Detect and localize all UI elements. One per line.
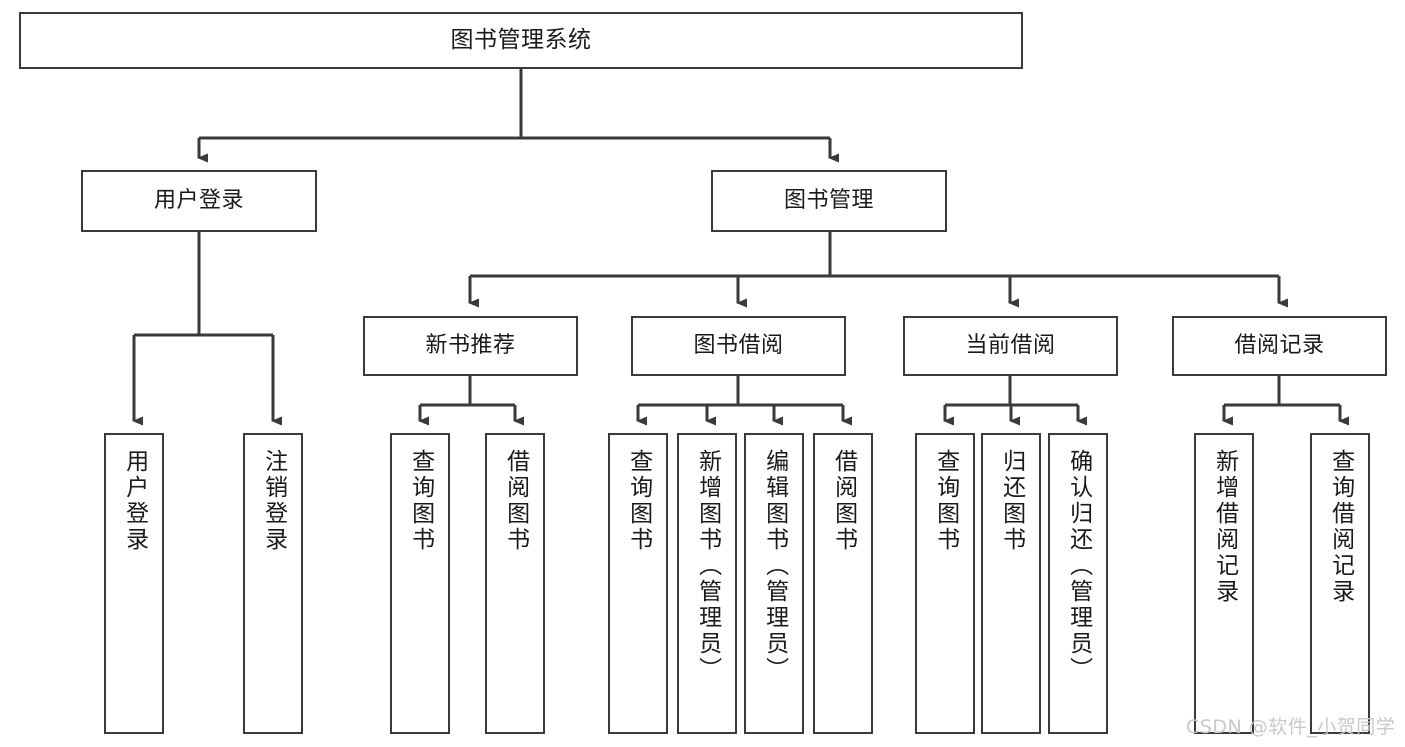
node-label: 新书推荐	[425, 333, 516, 359]
node-label: 图书管理系统	[450, 26, 592, 53]
node-label: 借阅记录	[1234, 333, 1325, 359]
node-label: 新增图书（管理员）	[694, 449, 721, 683]
leaf-confirm-return-admin[interactable]: 确认归还（管理员）	[1048, 433, 1108, 734]
leaf-return-book[interactable]: 归还图书	[981, 433, 1041, 734]
leaf-query-borrow-record[interactable]: 查询借阅记录	[1310, 433, 1370, 734]
node-book-management[interactable]: 图书管理	[711, 170, 947, 232]
node-label: 用户登录	[153, 188, 244, 214]
node-label: 借阅图书	[830, 449, 857, 553]
node-label: 归还图书	[998, 449, 1025, 553]
node-new-book-recommend[interactable]: 新书推荐	[363, 316, 578, 376]
leaf-query-book-borrow[interactable]: 查询图书	[608, 433, 668, 734]
node-book-borrow[interactable]: 图书借阅	[631, 316, 846, 376]
leaf-add-book-admin[interactable]: 新增图书（管理员）	[677, 433, 737, 734]
node-label: 查询图书	[407, 449, 434, 553]
node-label: 查询图书	[932, 449, 959, 553]
node-label: 借阅图书	[502, 449, 529, 553]
node-borrow-record[interactable]: 借阅记录	[1172, 316, 1387, 376]
leaf-edit-book-admin[interactable]: 编辑图书（管理员）	[744, 433, 804, 734]
node-user-login[interactable]: 用户登录	[81, 170, 317, 232]
node-label: 图书借阅	[693, 333, 784, 359]
node-label: 查询借阅记录	[1327, 449, 1354, 605]
node-label: 当前借阅	[965, 333, 1056, 359]
node-current-borrow[interactable]: 当前借阅	[903, 316, 1118, 376]
leaf-add-borrow-record[interactable]: 新增借阅记录	[1194, 433, 1254, 734]
node-label: 查询图书	[625, 449, 652, 553]
node-label: 图书管理	[783, 188, 874, 214]
node-label: 编辑图书（管理员）	[761, 449, 788, 683]
watermark-text: CSDN @软件_小贺同学	[1186, 716, 1396, 738]
node-label: 新增借阅记录	[1211, 449, 1238, 605]
leaf-user-login[interactable]: 用户登录	[104, 433, 164, 734]
leaf-borrow-book-recommend[interactable]: 借阅图书	[485, 433, 545, 734]
leaf-query-book-recommend[interactable]: 查询图书	[390, 433, 450, 734]
leaf-query-book-current[interactable]: 查询图书	[915, 433, 975, 734]
node-label: 用户登录	[121, 449, 148, 553]
node-label: 确认归还（管理员）	[1065, 449, 1092, 683]
leaf-logout[interactable]: 注销登录	[243, 433, 303, 734]
node-label: 注销登录	[260, 449, 287, 553]
leaf-borrow-book[interactable]: 借阅图书	[813, 433, 873, 734]
node-root-system[interactable]: 图书管理系统	[19, 12, 1023, 69]
